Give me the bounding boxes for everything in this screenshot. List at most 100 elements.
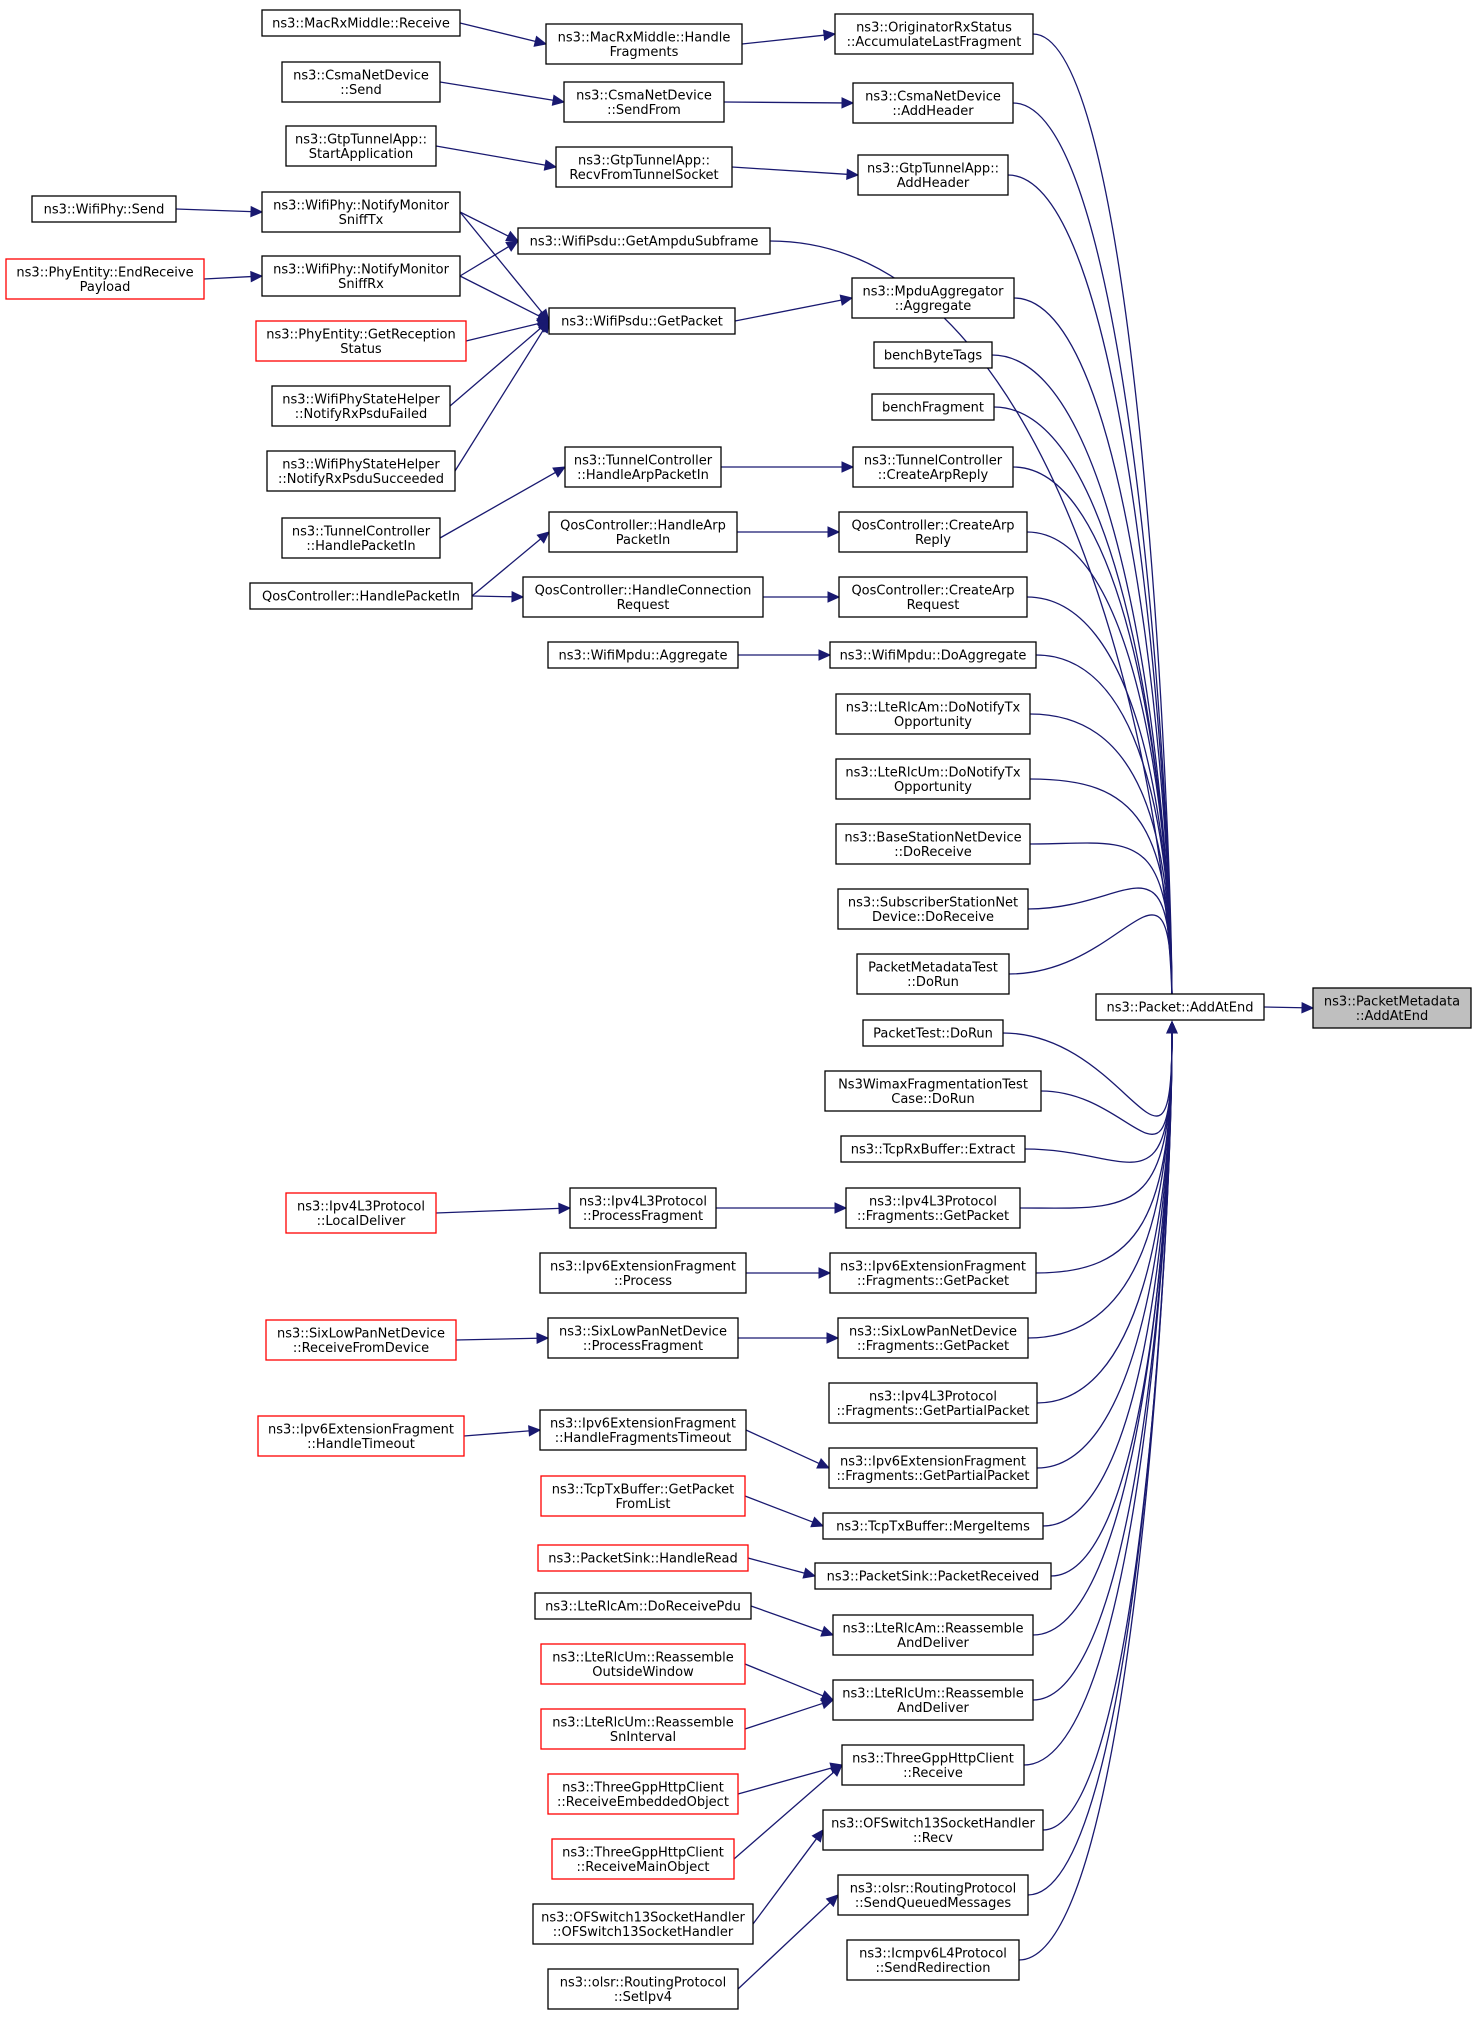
node-label: ns3::Ipv4L3Protocol (869, 1194, 997, 1209)
node-qosHArp[interactable]: QosController::HandleArpPacketIn (548, 511, 738, 553)
node-label: ns3::SubscriberStationNet (848, 895, 1018, 910)
node-ipv6GPP[interactable]: ns3::Ipv6ExtensionFragment::Fragments::G… (828, 1447, 1038, 1489)
node-label: AddHeader (897, 176, 970, 191)
node-mpduDo[interactable]: ns3::WifiMpdu::DoAggregate (829, 641, 1037, 669)
edge-qosHPI-to-qosHArp (471, 538, 541, 597)
node-qosArpR[interactable]: QosController::CreateArpReply (838, 511, 1028, 553)
node-macRecv[interactable]: ns3::MacRxMiddle::Receive (261, 9, 461, 37)
node-sixRFD[interactable]: ns3::SixLowPanNetDevice::ReceiveFromDevi… (265, 1319, 457, 1361)
node-psduSub[interactable]: ns3::WifiPsdu::GetAmpduSubframe (517, 227, 771, 255)
node-qosHPI[interactable]: QosController::HandlePacketIn (249, 582, 473, 610)
node-sixPF[interactable]: ns3::SixLowPanNetDevice::ProcessFragment (547, 1317, 739, 1359)
node-ipv4GP[interactable]: ns3::Ipv4L3Protocol::Fragments::GetPacke… (845, 1187, 1021, 1229)
edge-httpRMO-to-httpRecv (733, 1771, 835, 1860)
node-gtpAdd[interactable]: ns3::GtpTunnelApp::AddHeader (857, 154, 1009, 196)
node-ofsRecv[interactable]: ns3::OFSwitch13SocketHandler::Recv (822, 1809, 1044, 1851)
arrowhead (825, 1894, 839, 1908)
arrowhead (558, 1202, 572, 1215)
node-rlcAmDR[interactable]: ns3::LteRlcAm::DoReceivePdu (534, 1592, 752, 1620)
node-label: ns3::olsr::RoutingProtocol (560, 1975, 727, 1990)
edge-rlcUmRe-to-addAtEnd (1032, 1032, 1173, 1701)
node-ipv6HFT[interactable]: ns3::Ipv6ExtensionFragment::HandleFragme… (539, 1409, 747, 1451)
node-gtpRecv[interactable]: ns3::GtpTunnelApp::RecvFromTunnelSocket (555, 146, 733, 188)
node-addAtEnd[interactable]: ns3::Packet::AddAtEnd (1095, 993, 1265, 1021)
node-ipv4GPP[interactable]: ns3::Ipv4L3Protocol::Fragments::GetParti… (828, 1382, 1038, 1424)
node-ipv6GP[interactable]: ns3::Ipv6ExtensionFragment::Fragments::G… (829, 1252, 1037, 1294)
node-tcArp[interactable]: ns3::TunnelController::CreateArpReply (852, 446, 1014, 488)
node-macHF[interactable]: ns3::MacRxMiddle::HandleFragments (545, 23, 743, 65)
node-gtpStart[interactable]: ns3::GtpTunnelApp::StartApplication (285, 125, 437, 167)
node-httpREO[interactable]: ns3::ThreeGppHttpClient::ReceiveEmbedded… (547, 1773, 739, 1815)
edge-gtpAdd-to-addAtEnd (1007, 174, 1173, 1010)
node-wpSend[interactable]: ns3::WifiPhy::Send (31, 195, 177, 223)
node-pmTest[interactable]: PacketMetadataTest::DoRun (856, 953, 1010, 995)
node-sinkHR[interactable]: ns3::PacketSink::HandleRead (537, 1544, 749, 1572)
node-box (5, 258, 205, 300)
node-pTest[interactable]: PacketTest::DoRun (862, 1019, 1004, 1047)
node-ipv4PF[interactable]: ns3::Ipv4L3Protocol::ProcessFragment (569, 1187, 717, 1229)
node-box (837, 1317, 1029, 1359)
edge-gtpRecv-to-gtpAdd (731, 166, 848, 175)
node-psduGP[interactable]: ns3::WifiPsdu::GetPacket (548, 307, 736, 335)
node-tcpMerge[interactable]: ns3::TcpTxBuffer::MergeItems (822, 1512, 1044, 1540)
node-label: benchByteTags (884, 349, 983, 364)
node-csmaAdd[interactable]: ns3::CsmaNetDevice::AddHeader (852, 82, 1014, 124)
edge-nmTx-to-psduGP (459, 211, 543, 313)
node-label: Case::DoRun (891, 1092, 974, 1107)
node-tcHPI[interactable]: ns3::TunnelController::HandlePacketIn (281, 517, 441, 559)
node-sinkPR[interactable]: ns3::PacketSink::PacketReceived (814, 1562, 1052, 1590)
node-olsrSQ[interactable]: ns3::olsr::RoutingProtocol::SendQueuedMe… (837, 1874, 1029, 1916)
node-ipv4LD[interactable]: ns3::Ipv4L3Protocol::LocalDeliver (285, 1192, 437, 1234)
node-box (846, 1939, 1020, 1981)
node-label: SnInterval (610, 1730, 676, 1745)
node-olsrSet[interactable]: ns3::olsr::RoutingProtocol::SetIpv4 (547, 1968, 739, 2010)
node-httpRMO[interactable]: ns3::ThreeGppHttpClient::ReceiveMainObje… (551, 1838, 735, 1880)
node-benchFr[interactable]: benchFragment (871, 393, 995, 421)
node-benchBT[interactable]: benchByteTags (873, 341, 993, 369)
node-root[interactable]: ns3::PacketMetadata::AddAtEnd (1312, 987, 1472, 1029)
node-label: ::HandleTimeout (307, 1437, 415, 1452)
node-box (841, 1744, 1025, 1786)
node-pshFail[interactable]: ns3::WifiPhyStateHelper::NotifyRxPsduFai… (271, 385, 451, 427)
node-icmpRed[interactable]: ns3::Icmpv6L4Protocol::SendRedirection (846, 1939, 1020, 1981)
node-box (835, 693, 1031, 735)
node-csmaSF[interactable]: ns3::CsmaNetDevice::SendFrom (563, 81, 725, 123)
node-mpduAgg[interactable]: ns3::MpduAggregator::Aggregate (851, 277, 1015, 319)
node-bsRecv[interactable]: ns3::BaseStationNetDevice::DoReceive (835, 823, 1031, 865)
node-tcHArp[interactable]: ns3::TunnelController::HandleArpPacketIn (564, 446, 722, 488)
node-httpRecv[interactable]: ns3::ThreeGppHttpClient::Receive (841, 1744, 1025, 1786)
node-ipv6HT[interactable]: ns3::Ipv6ExtensionFragment::HandleTimeou… (257, 1415, 465, 1457)
arrowhead (1166, 1020, 1178, 1034)
node-label: PacketIn (616, 533, 671, 548)
node-ofsCtor[interactable]: ns3::OFSwitch13SocketHandler::OFSwitch13… (532, 1903, 754, 1945)
node-mpduAggr[interactable]: ns3::WifiMpdu::Aggregate (547, 641, 739, 669)
edge-httpREO-to-httpRecv (737, 1767, 832, 1795)
node-label: ::SendQueuedMessages (855, 1896, 1011, 1911)
node-ipv6Proc[interactable]: ns3::Ipv6ExtensionFragment::Process (539, 1252, 747, 1294)
arrowhead (528, 1425, 542, 1437)
node-ssRecv[interactable]: ns3::SubscriberStationNetDevice::DoRecei… (837, 888, 1029, 930)
edge-ipv6GP-to-addAtEnd (1035, 1032, 1173, 1274)
arrowhead (822, 29, 837, 41)
node-orig[interactable]: ns3::OriginatorRxStatus::AccumulateLastF… (834, 13, 1034, 55)
node-csmaSend[interactable]: ns3::CsmaNetDevice::Send (281, 61, 441, 103)
node-pshSucc[interactable]: ns3::WifiPhyStateHelper::NotifyRxPsduSuc… (266, 450, 456, 492)
node-label: ::ProcessFragment (583, 1209, 703, 1224)
node-sixGP[interactable]: ns3::SixLowPanNetDevice::Fragments::GetP… (837, 1317, 1029, 1359)
node-tcpExt[interactable]: ns3::TcpRxBuffer::Extract (840, 1135, 1026, 1163)
